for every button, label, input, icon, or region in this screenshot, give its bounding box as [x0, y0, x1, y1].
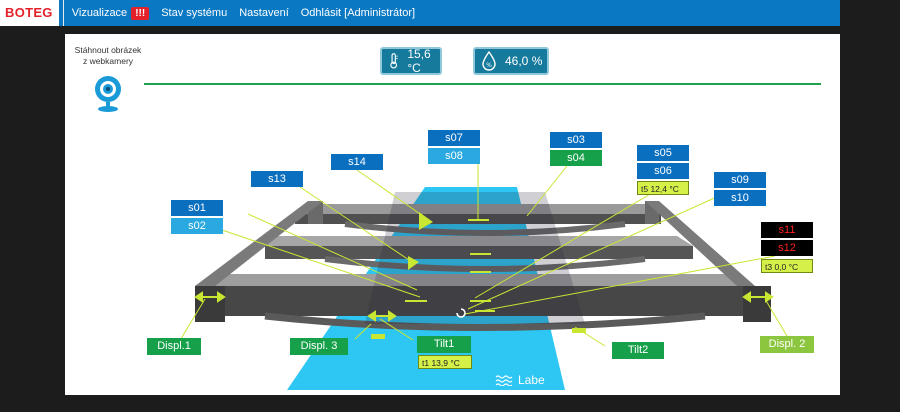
leader-s04	[526, 155, 576, 217]
sensor-s03[interactable]: s03	[550, 132, 602, 148]
top-navbar: BOTEG Vizualizace !!! Stav systému Nasta…	[0, 0, 840, 26]
webcam-icon[interactable]	[93, 75, 123, 113]
leader-s01	[247, 213, 418, 291]
abutment-right	[743, 286, 771, 322]
leader-tilt1	[379, 318, 414, 341]
nav-item-vizualizace[interactable]: Vizualizace !!!	[62, 0, 150, 26]
leader-t3	[464, 255, 776, 315]
sensor-s04[interactable]: s04	[550, 150, 602, 166]
sensor-s08[interactable]: s08	[428, 148, 480, 164]
leader-displ3	[354, 323, 372, 340]
displ1-arrow-left	[194, 291, 203, 303]
webcam-label-line2: z webkamery	[82, 56, 134, 66]
displ1-arrow-right	[217, 291, 226, 303]
leader-s02	[221, 229, 421, 298]
arch-mid	[324, 256, 646, 272]
navbar-right-area	[840, 0, 900, 26]
displacement-1[interactable]: Displ.1	[147, 338, 201, 355]
nav-item-stav-systemu[interactable]: Stav systému	[161, 7, 228, 19]
beam-near	[195, 274, 755, 286]
sensor-s05[interactable]: s05	[637, 145, 689, 161]
sensor-s13[interactable]: s13	[251, 171, 303, 187]
nav-item-odhlasit[interactable]: Odhlásit [Administrátor]	[300, 7, 416, 19]
rotation-icon	[456, 308, 466, 318]
humidity-value: 46,0 %	[505, 54, 543, 68]
alert-badge: !!!	[131, 6, 150, 20]
sensor-s12[interactable]: s12	[761, 240, 813, 256]
visualization-panel: Stáhnout obrázek z webkamery 15,6 °C % 4…	[65, 34, 840, 395]
tilt1-sensor	[371, 334, 385, 339]
sensor-s06[interactable]: s06	[637, 163, 689, 179]
displ2-arrow-right	[765, 291, 774, 303]
temp-t5[interactable]: t5 12,4 °C	[637, 181, 689, 195]
beam-mid	[265, 236, 693, 246]
arch-far	[344, 221, 626, 236]
displ3-arrow-right	[388, 310, 397, 322]
river-name: Labe	[518, 373, 545, 387]
girder-left	[195, 201, 323, 286]
temperature-value: 15,6 °C	[407, 47, 431, 75]
leader-displ1	[178, 298, 206, 343]
webcam-download-link[interactable]: Stáhnout obrázek z webkamery	[69, 45, 147, 67]
temp-t1[interactable]: t1 13,9 °C	[418, 355, 472, 369]
svg-text:%: %	[486, 62, 492, 69]
humidity-drop-icon: %	[482, 51, 496, 71]
thermometer-icon	[390, 53, 398, 69]
sensor-s11[interactable]: s11	[761, 222, 813, 238]
sensor-s14[interactable]: s14	[331, 154, 383, 170]
leader-t5	[474, 186, 663, 299]
sensor-s07[interactable]: s07	[428, 130, 480, 146]
leader-displ2	[764, 298, 788, 337]
brand-logo: BOTEG	[0, 0, 59, 26]
nav-item-nastaveni[interactable]: Nastavení	[239, 7, 289, 19]
temperature-indicator: 15,6 °C	[380, 47, 442, 75]
nav-item-label: Vizualizace	[71, 7, 128, 19]
sensor-s01[interactable]: s01	[171, 200, 223, 216]
sensor-s09[interactable]: s09	[714, 172, 766, 188]
displ3-arrow-left	[367, 310, 376, 322]
webcam-label-line1: Stáhnout obrázek	[74, 45, 142, 55]
tilt-1[interactable]: Tilt1	[417, 336, 471, 353]
waves-icon	[495, 375, 513, 386]
river-label: Labe	[495, 373, 545, 387]
sensor-s02[interactable]: s02	[171, 218, 223, 234]
bowtie-marker-1	[419, 212, 433, 230]
displ2-arrow-left	[742, 291, 751, 303]
tilt-2[interactable]: Tilt2	[612, 342, 664, 359]
displacement-2[interactable]: Displ. 2	[760, 336, 814, 353]
leader-s13	[299, 186, 410, 261]
displacement-3[interactable]: Displ. 3	[290, 338, 348, 355]
humidity-indicator: % 46,0 %	[473, 47, 549, 75]
abutment-left	[195, 286, 225, 322]
tilt2-sensor	[572, 328, 586, 333]
leader-s10	[467, 190, 731, 310]
bowtie-marker-2	[408, 256, 419, 270]
bridge-scene	[178, 155, 788, 390]
sensor-s10[interactable]: s10	[714, 190, 766, 206]
temp-t3[interactable]: t3 0,0 °C	[761, 259, 813, 273]
leader-s14	[356, 169, 424, 217]
arch-near	[264, 312, 706, 331]
green-divider	[144, 83, 821, 85]
